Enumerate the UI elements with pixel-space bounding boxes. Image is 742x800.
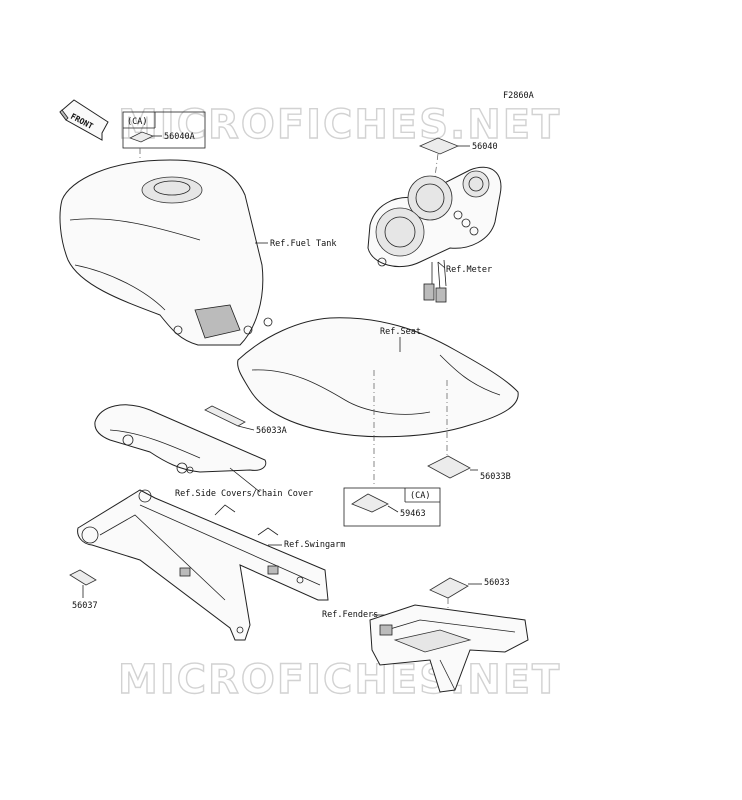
seat: [237, 317, 519, 438]
fuel-cap: [141, 176, 203, 204]
figure-id: F2860A: [503, 91, 534, 101]
speedometer: [375, 207, 425, 257]
meter-assembly: [367, 166, 502, 303]
rear-fender: [369, 604, 529, 693]
part-56040A: 56040A: [164, 132, 195, 142]
ref-seat: Ref.Seat: [380, 327, 421, 337]
part-59463: 59463: [400, 509, 426, 519]
decal-59463: [351, 493, 389, 513]
watermark-top: MICROFICHES.NET: [118, 102, 561, 148]
callout-56040A: (CA) 56040A: [122, 111, 206, 180]
front-arrow-icon: FRONT: [59, 99, 109, 141]
decal-56037: [69, 569, 97, 586]
chain-cover: [94, 404, 267, 474]
decal-56033B: [427, 455, 471, 479]
ref-side-covers: Ref.Side Covers/Chain Cover: [175, 489, 313, 499]
part-56033B: 56033B: [480, 472, 511, 482]
ca-top-label: (CA): [127, 117, 147, 127]
tachometer: [407, 175, 453, 221]
decal-56033: [429, 577, 469, 599]
part-56040: 56040: [472, 142, 498, 152]
watermark-bottom: MICROFICHES.NET: [118, 657, 561, 703]
part-56033A: 56033A: [256, 426, 287, 436]
decal-56033A: [204, 405, 246, 427]
part-56033: 56033: [484, 578, 510, 588]
swingarm: [77, 489, 329, 641]
ca-mid-label: (CA): [410, 491, 430, 501]
part-56037: 56037: [72, 601, 98, 611]
ref-fuel-tank: Ref.Fuel Tank: [270, 239, 337, 249]
ref-fenders: Ref.Fenders: [322, 610, 378, 620]
fuel-tank: [59, 159, 273, 346]
callout-59463: (CA) 59463: [343, 487, 441, 527]
ref-meter: Ref.Meter: [446, 265, 492, 275]
ref-swingarm: Ref.Swingarm: [284, 540, 345, 550]
